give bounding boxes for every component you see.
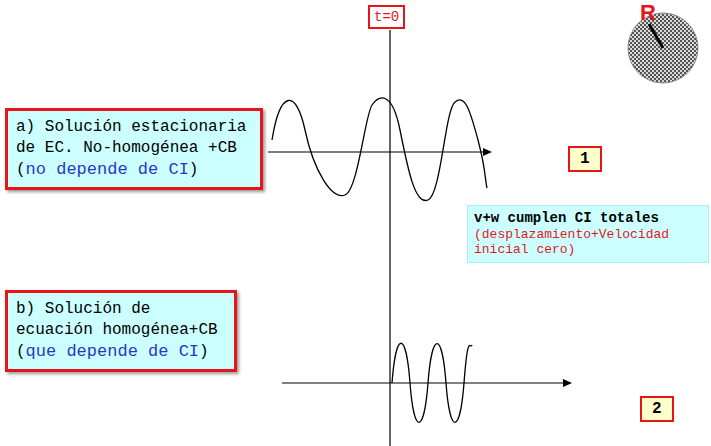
box-text: no depende de CI <box>26 160 189 179</box>
callout-number: 1 <box>568 146 602 172</box>
x-axis <box>268 151 484 152</box>
arrowhead <box>563 379 572 387</box>
box-text: t=0 <box>374 9 399 25</box>
box-text: (desplazamiento+Velocidad inicial cero) <box>474 227 702 258</box>
box-text: ) <box>199 343 209 361</box>
radius-label: R <box>640 0 656 26</box>
callout-number: 2 <box>640 396 674 422</box>
disk <box>628 13 698 83</box>
radius-line <box>649 24 663 48</box>
stationary-wave <box>272 98 487 201</box>
time-marker: t=0 <box>368 5 405 29</box>
note-box: a) Solución estacionaria de EC. No-homog… <box>5 108 263 190</box>
box-text: v+w cumplen CI totales <box>474 210 702 227</box>
note-box: v+w cumplen CI totales(desplazamiento+Ve… <box>467 205 709 263</box>
transient-wave <box>392 343 472 422</box>
box-text: 1 <box>580 150 590 168</box>
box-text: 2 <box>652 400 662 418</box>
note-box: b) Solución de ecuación homogénea+CB (qu… <box>5 290 237 372</box>
box-text: ) <box>189 161 199 179</box>
box-text: que depende de CI <box>26 342 199 361</box>
x-axis <box>282 382 564 383</box>
arrowhead <box>483 148 492 156</box>
